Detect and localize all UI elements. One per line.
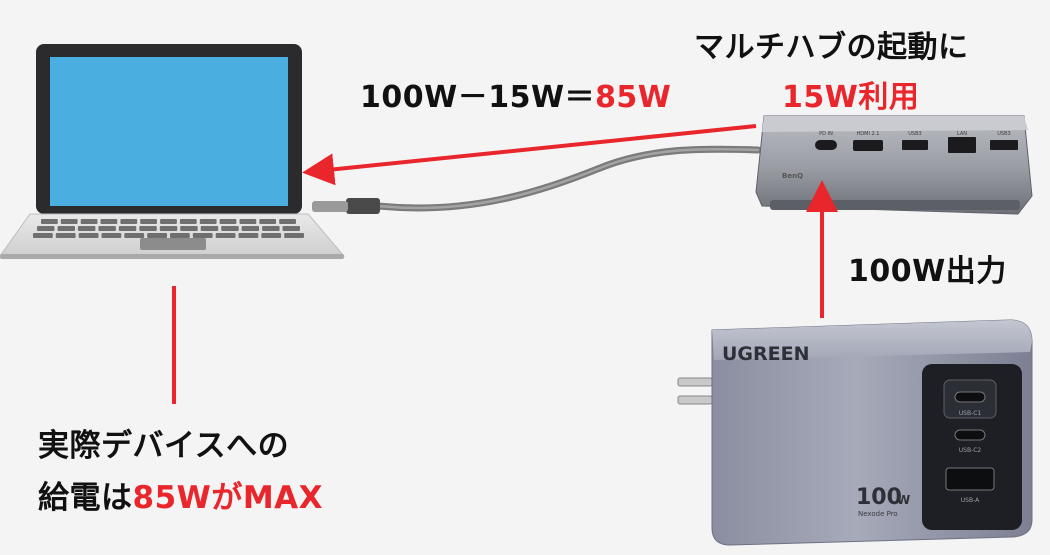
- charger-prong-top: [677, 377, 713, 387]
- laptop-key: [262, 226, 280, 231]
- laptop-key: [33, 233, 53, 238]
- charger-port-c2: [954, 429, 986, 441]
- laptop-key: [215, 233, 236, 238]
- laptop-key: [78, 233, 99, 238]
- ugreen-charger: USB-C1 USB-C2 USB-A UGREEN 100 W Nexode …: [677, 319, 1033, 546]
- laptop-base-edge: [0, 254, 344, 259]
- charger-port-a: [945, 467, 995, 491]
- laptop-key: [120, 219, 138, 224]
- laptop-key: [37, 226, 55, 231]
- laptop-key: [41, 219, 58, 224]
- hub-usage-label: 15W利用: [782, 80, 920, 115]
- laptop-screen: [50, 57, 288, 206]
- multi-hub: PD IN HDMI 2.1 USB3 LAN USB3 BenQ: [755, 115, 1033, 215]
- laptop-key: [140, 219, 157, 224]
- laptop-key: [55, 233, 76, 238]
- laptop-key: [139, 226, 157, 231]
- charger-port-c1: [954, 391, 986, 403]
- hub-port-label: PD IN: [819, 131, 833, 137]
- device-supply-prefix: 給電は: [38, 480, 133, 516]
- charger-port-label-a: USB-A: [961, 497, 980, 504]
- hub-startup-label: マルチハブの起動に: [694, 30, 969, 65]
- hub-port-lan: [948, 137, 976, 153]
- charger-port-label-c2: USB-C2: [959, 447, 982, 454]
- charger-model: Nexode Pro: [858, 510, 898, 518]
- hub-port-usb-a-2: [990, 140, 1018, 150]
- laptop-key: [57, 226, 75, 231]
- laptop-key: [239, 219, 257, 224]
- laptop-key: [100, 219, 118, 224]
- laptop-key: [147, 233, 167, 238]
- laptop-key: [179, 219, 197, 224]
- laptop-key: [238, 233, 259, 238]
- laptop-key: [80, 219, 98, 224]
- laptop-key: [259, 219, 277, 224]
- charger-prong-bottom: [677, 395, 713, 405]
- laptop-key: [101, 233, 122, 238]
- formula-text: 100W－15W＝: [360, 80, 596, 115]
- laptop: [0, 44, 346, 259]
- charger-port-label-c1: USB-C1: [959, 410, 982, 417]
- hub-port-label: HDMI 2.1: [857, 131, 880, 137]
- laptop-key: [180, 226, 198, 231]
- laptop-keys: [33, 219, 304, 238]
- power-formula-label: 100W－15W＝85W: [360, 72, 671, 116]
- charger-top-face: [712, 320, 1032, 360]
- charger-wattage: 100: [856, 485, 902, 510]
- charger-brand: UGREEN: [722, 343, 810, 365]
- laptop-key: [192, 233, 213, 238]
- hub-port-label: USB3: [997, 131, 1010, 137]
- laptop-key: [282, 226, 300, 231]
- device-supply-label-line2: 給電は85WがMAX: [38, 472, 323, 517]
- charger-wattage-unit: W: [897, 493, 910, 507]
- laptop-key: [241, 226, 260, 231]
- device-supply-max: 85WがMAX: [132, 480, 324, 516]
- laptop-key: [261, 233, 282, 238]
- hub-port-label: USB3: [908, 131, 921, 137]
- hub-port-labels: PD IN HDMI 2.1 USB3 LAN USB3: [819, 131, 1011, 137]
- hub-base: [770, 200, 1020, 210]
- hub-port-usbc: [815, 140, 837, 150]
- laptop-key: [200, 226, 219, 231]
- power-arrow-hub-to-laptop: [302, 124, 757, 186]
- hub-port-label: LAN: [957, 131, 967, 137]
- laptop-touchpad: [140, 238, 206, 250]
- hub-port-hdmi: [853, 140, 883, 151]
- laptop-key: [160, 219, 177, 224]
- laptop-key: [219, 219, 237, 224]
- device-supply-label-line1: 実際デバイスへの: [38, 428, 290, 464]
- laptop-key: [60, 219, 78, 224]
- laptop-key: [199, 219, 217, 224]
- laptop-key: [77, 226, 96, 231]
- laptop-key: [279, 219, 296, 224]
- laptop-key: [170, 233, 190, 238]
- laptop-key: [124, 233, 145, 238]
- hub-top-face: [762, 116, 1028, 132]
- hub-port-usb-a-1: [902, 140, 928, 150]
- usb-c-plug: [312, 201, 348, 212]
- laptop-key: [284, 233, 304, 238]
- laptop-key: [118, 226, 137, 231]
- hub-brand: BenQ: [782, 172, 803, 180]
- laptop-key: [159, 226, 178, 231]
- formula-result: 85W: [595, 80, 672, 115]
- laptop-key: [221, 226, 239, 231]
- charger-output-label: 100W出力: [848, 254, 1007, 289]
- cable-plug-housing: [346, 198, 380, 214]
- usb-cable: [312, 145, 762, 214]
- laptop-key: [98, 226, 116, 231]
